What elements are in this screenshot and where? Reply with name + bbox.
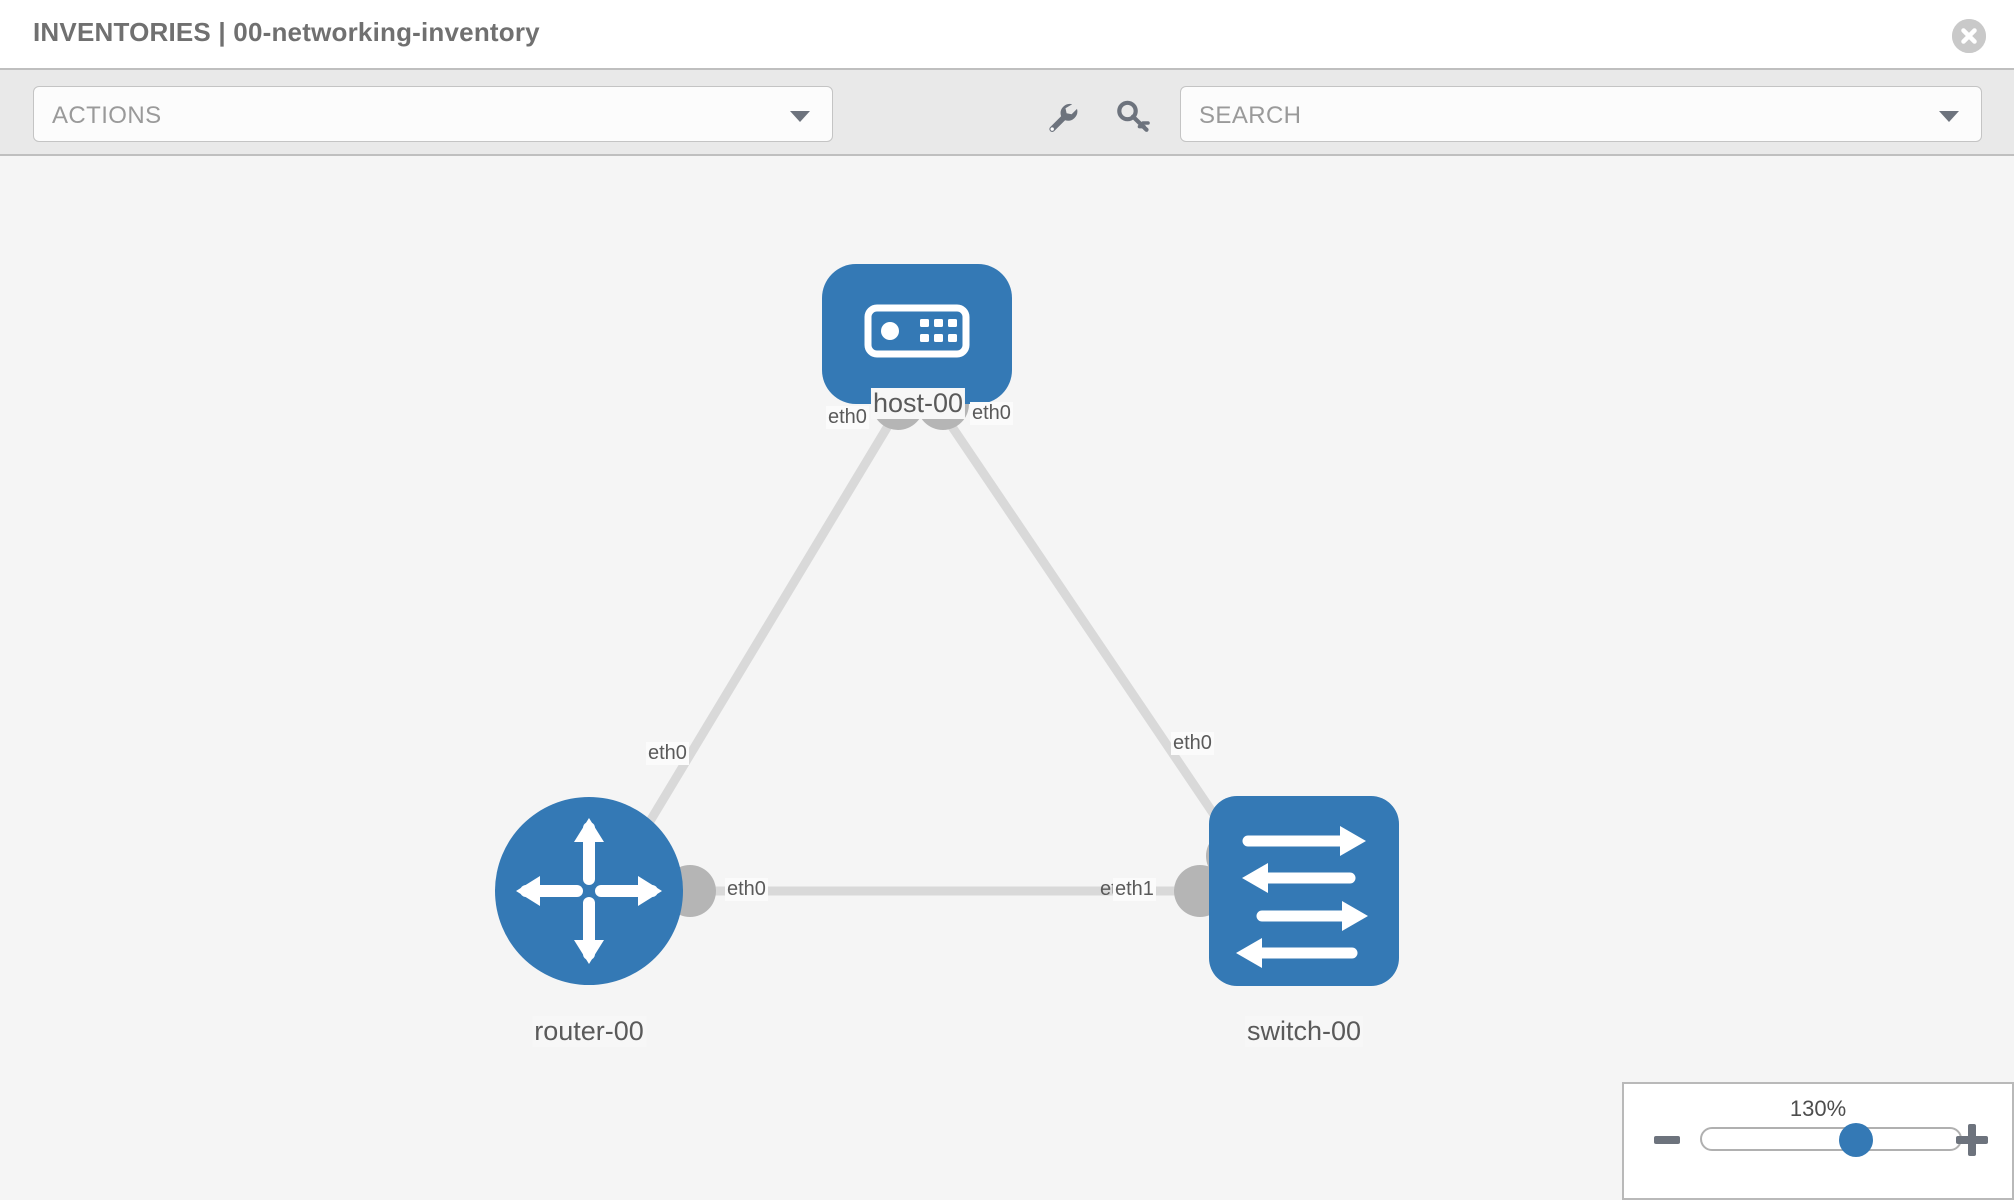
topology-canvas[interactable]: host-00 router-00 switch-00 eth0 eth0 et…: [0, 156, 2014, 1200]
zoom-control-panel: 130%: [1622, 1082, 2014, 1200]
node-label-switch: switch-00: [1244, 1016, 1364, 1047]
node-label-router: router-00: [532, 1016, 646, 1047]
edge-label-switch-eth0-up: eth0: [1171, 732, 1214, 755]
wrench-icon[interactable]: [1043, 98, 1081, 136]
chevron-down-icon: [790, 111, 810, 122]
edge-label-router-eth0-up: eth0: [646, 742, 689, 765]
edge-label-switch-eth1: eth1: [1113, 878, 1156, 901]
node-switch-00[interactable]: [1209, 796, 1399, 986]
page-header: INVENTORIES | 00-networking-inventory: [0, 0, 2014, 68]
edge-label-host-eth0-left: eth0: [826, 406, 869, 429]
link-host-router: [616, 403, 904, 874]
edge-label-router-eth0-right: eth0: [725, 878, 768, 901]
node-label-host: host-00: [870, 388, 966, 419]
key-icon[interactable]: [1114, 98, 1152, 136]
close-icon[interactable]: [1952, 19, 1986, 53]
actions-dropdown-label: ACTIONS: [52, 102, 162, 129]
zoom-percent-label: 130%: [1789, 1096, 1847, 1121]
topology-graph: [495, 264, 1399, 986]
link-host-switch: [934, 403, 1246, 859]
search-input[interactable]: SEARCH: [1180, 86, 1982, 142]
topology-links: [616, 403, 1246, 896]
zoom-slider[interactable]: [1700, 1123, 1962, 1157]
zoom-slider-thumb[interactable]: [1838, 1123, 1873, 1157]
node-router-00[interactable]: [495, 797, 683, 985]
search-placeholder: SEARCH: [1199, 102, 1302, 129]
actions-dropdown[interactable]: ACTIONS: [33, 86, 833, 142]
toolbar: ACTIONS SEARCH: [0, 68, 2014, 156]
zoom-in-button[interactable]: [1956, 1124, 1988, 1156]
edge-label-host-eth0-right: eth0: [970, 402, 1013, 425]
zoom-out-button[interactable]: [1654, 1136, 1680, 1144]
page-title: INVENTORIES | 00-networking-inventory: [33, 17, 540, 47]
chevron-down-icon: [1939, 111, 1959, 122]
node-host-00[interactable]: [822, 264, 1012, 404]
